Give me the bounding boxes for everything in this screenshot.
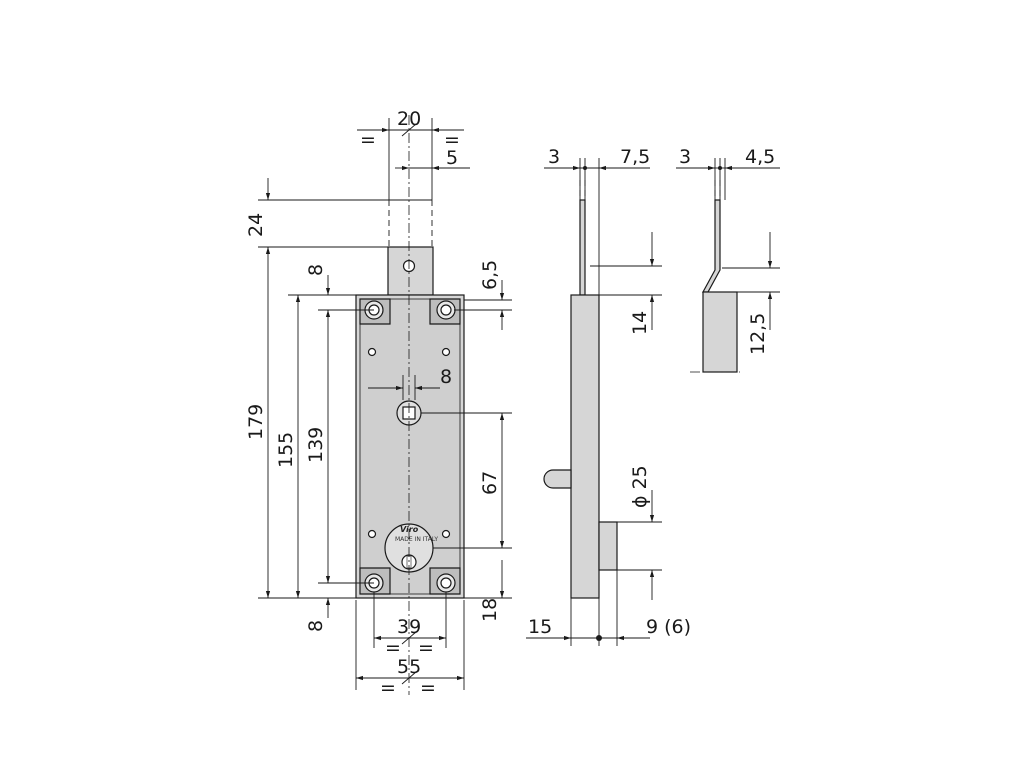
dim-24: 24 bbox=[245, 213, 267, 237]
dim-side-15: 15 bbox=[528, 616, 552, 638]
dim-8-top: 8 bbox=[305, 264, 327, 276]
dim-155: 155 bbox=[275, 432, 297, 468]
side-view-alt: 3 4,5 12,5 bbox=[676, 146, 780, 373]
dim-8-square: 8 bbox=[440, 366, 452, 388]
made-in-label: MADE IN ITALY bbox=[395, 536, 438, 543]
dim-equal: = bbox=[385, 637, 401, 659]
side-cylinder bbox=[598, 521, 618, 571]
dim-8-bottom: 8 bbox=[305, 620, 327, 632]
dim-equal: = bbox=[380, 677, 396, 699]
dim-139: 139 bbox=[305, 427, 327, 463]
dim-alt-12-5: 12,5 bbox=[747, 313, 769, 355]
dim-55: 55 bbox=[397, 656, 421, 678]
dim-side-7-5: 7,5 bbox=[620, 146, 650, 168]
dim-20: 20 bbox=[397, 108, 421, 130]
dim-side-3: 3 bbox=[548, 146, 560, 168]
dim-67: 67 bbox=[479, 471, 501, 495]
dim-39: 39 bbox=[397, 616, 421, 638]
front-view: Viro MADE IN ITALY 20 = = 5 24 179 bbox=[245, 108, 512, 699]
dim-alt-4-5: 4,5 bbox=[745, 146, 775, 168]
alt-bent-tab bbox=[701, 199, 721, 293]
dim-equal: = bbox=[360, 129, 376, 151]
dim-side-9-6: 9 (6) bbox=[646, 616, 691, 638]
dim-equal: = bbox=[418, 637, 434, 659]
dim-side-phi25: ϕ 25 bbox=[629, 465, 651, 508]
side-body bbox=[570, 294, 600, 599]
dim-5: 5 bbox=[446, 147, 458, 169]
dim-equal: = bbox=[420, 677, 436, 699]
dim-6-5: 6,5 bbox=[479, 260, 501, 290]
dim-179: 179 bbox=[245, 404, 267, 440]
mounting-hole bbox=[436, 573, 456, 593]
screw-icon bbox=[367, 347, 451, 539]
dim-alt-3: 3 bbox=[679, 146, 691, 168]
side-view: 3 7,5 14 ϕ 25 15 9 (6) bbox=[526, 146, 691, 646]
dim-equal: = bbox=[444, 129, 460, 151]
mounting-hole bbox=[436, 300, 456, 320]
dim-18: 18 bbox=[479, 598, 501, 622]
dim-side-14: 14 bbox=[629, 311, 651, 335]
side-knob bbox=[543, 469, 572, 489]
alt-body bbox=[702, 291, 738, 373]
